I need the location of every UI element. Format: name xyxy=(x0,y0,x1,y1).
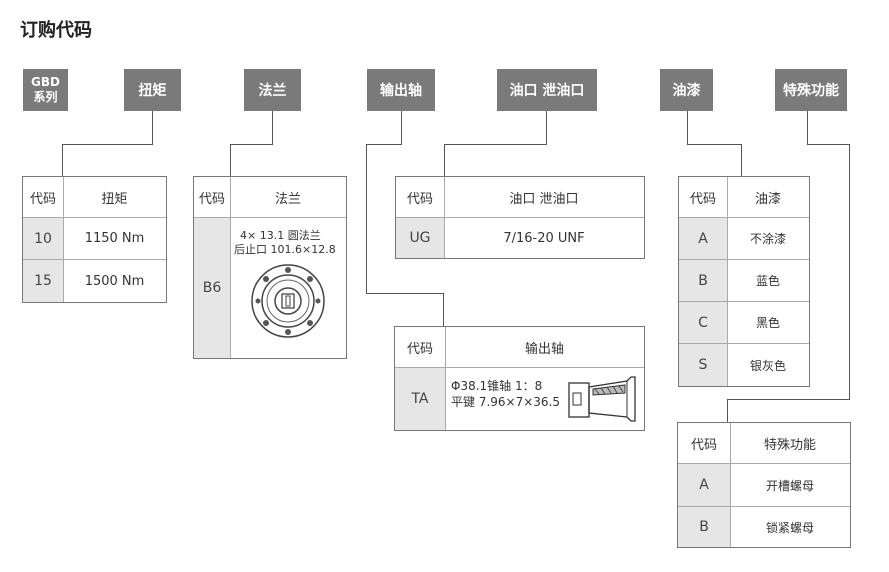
torque-table: 代码 扭矩 10 1150 Nm 15 1500 Nm xyxy=(22,176,167,303)
special-col-code: 代码 xyxy=(690,437,717,453)
page-title: 订购代码 xyxy=(20,20,92,41)
connector-paint xyxy=(687,111,688,145)
special-table: 代码 特殊功能 A 开槽螺母 B 锁紧螺母 xyxy=(677,422,851,548)
shaft-col-name: 输出轴 xyxy=(524,341,564,357)
flange-col-name: 法兰 xyxy=(274,191,301,207)
row-divider xyxy=(395,367,644,368)
connector-oil-v2 xyxy=(444,144,445,176)
connector-paint-v2 xyxy=(741,144,742,176)
connector-flange-h xyxy=(230,144,273,145)
shaft-col-code: 代码 xyxy=(406,341,433,357)
row-divider xyxy=(396,217,644,218)
connector-torque-h xyxy=(62,144,153,145)
special-col-name: 特殊功能 xyxy=(763,437,816,453)
special-row-value: 开槽螺母 xyxy=(765,478,814,493)
connector-oil-h xyxy=(444,144,547,145)
connector-oil xyxy=(546,111,547,145)
connector-flange xyxy=(272,111,273,145)
row-divider xyxy=(678,506,850,507)
connector-shaft-h2 xyxy=(366,293,444,294)
torque-col-code: 代码 xyxy=(29,191,56,207)
oil-row-value: 7/16-20 UNF xyxy=(503,230,585,246)
special-row-value: 锁紧螺母 xyxy=(765,520,814,535)
connector-special-v3 xyxy=(727,399,728,423)
paint-col-code: 代码 xyxy=(689,191,716,207)
row-divider xyxy=(23,259,166,260)
torque-row-code: 10 xyxy=(23,218,63,259)
flange-col-code: 代码 xyxy=(198,191,225,207)
column-divider xyxy=(727,177,728,386)
connector-special-h2 xyxy=(727,399,850,400)
connector-torque-v2 xyxy=(62,144,63,176)
flange-row-code: B6 xyxy=(194,218,230,358)
connector-shaft-v2 xyxy=(366,144,367,294)
row-divider xyxy=(678,463,850,464)
connector-shaft-h xyxy=(366,144,402,145)
torque-row-code: 15 xyxy=(23,260,63,302)
paint-row-code: C xyxy=(679,302,727,343)
shaft-row-code: TA xyxy=(395,368,445,430)
torque-row-value: 1500 Nm xyxy=(84,273,145,289)
header-shaft: 输出轴 xyxy=(367,69,435,111)
row-divider xyxy=(194,217,346,218)
connector-torque xyxy=(152,111,153,145)
flange-table: 代码 法兰 B6 4× 13.1 圆法兰 后止口 101.6×12.8 xyxy=(193,176,347,359)
column-divider xyxy=(444,177,445,258)
special-row-code: A xyxy=(678,464,730,506)
header-gbd-line2: 系列 xyxy=(33,90,58,104)
torque-row-value: 1150 Nm xyxy=(84,231,145,246)
connector-special xyxy=(807,111,808,145)
oil-col-name: 油口 泄油口 xyxy=(509,191,579,207)
flange-desc-line2: 后止口 101.6×12.8 xyxy=(234,243,336,256)
paint-row-value: 不涂漆 xyxy=(749,232,786,246)
row-divider xyxy=(679,301,809,302)
row-divider xyxy=(23,217,166,218)
paint-row-value: 银灰色 xyxy=(749,358,786,373)
connector-special-h xyxy=(807,144,850,145)
torque-col-name: 扭矩 xyxy=(101,191,128,207)
paint-row-value: 黑色 xyxy=(755,316,780,330)
shaft-desc-line2: 平键 7.96×7×36.5 xyxy=(451,395,560,409)
header-paint: 油漆 xyxy=(660,69,713,111)
shaft-drawing xyxy=(568,376,636,422)
header-oil-port: 油口 泄油口 xyxy=(497,69,597,111)
header-gbd-series: GBD 系列 xyxy=(23,69,68,111)
shaft-desc-line1: Φ38.1锥轴 1：8 xyxy=(451,379,543,393)
special-row-code: B xyxy=(678,507,730,547)
shaft-table: 代码 输出轴 TA Φ38.1锥轴 1：8 平键 7.96×7×36.5 xyxy=(394,326,645,431)
connector-shaft-v3 xyxy=(443,293,444,327)
oil-port-table: 代码 油口 泄油口 UG 7/16-20 UNF xyxy=(395,176,645,259)
column-divider xyxy=(445,327,446,430)
header-special: 特殊功能 xyxy=(775,69,847,111)
paint-col-name: 油漆 xyxy=(754,191,781,207)
row-divider xyxy=(679,259,809,260)
oil-col-code: 代码 xyxy=(406,191,433,207)
oil-row-code: UG xyxy=(396,218,444,258)
connector-paint-h xyxy=(687,144,742,145)
flange-desc-line1: 4× 13.1 圆法兰 xyxy=(240,229,321,242)
column-divider xyxy=(230,177,231,358)
paint-row-value: 蓝色 xyxy=(755,274,780,288)
row-divider xyxy=(679,343,809,344)
header-flange: 法兰 xyxy=(244,69,301,111)
row-divider xyxy=(679,217,809,218)
header-torque: 扭矩 xyxy=(124,69,181,111)
header-gbd-line1: GBD xyxy=(31,75,60,89)
connector-special-v2 xyxy=(849,144,850,400)
flange-drawing xyxy=(251,264,325,338)
column-divider xyxy=(730,423,731,547)
paint-row-code: S xyxy=(679,344,727,386)
paint-row-code: B xyxy=(679,260,727,301)
paint-row-code: A xyxy=(679,218,727,259)
connector-flange-v2 xyxy=(230,144,231,176)
column-divider xyxy=(63,177,64,302)
connector-shaft xyxy=(401,111,402,145)
paint-table: 代码 油漆 A 不涂漆 B 蓝色 C 黑色 S 银灰色 xyxy=(678,176,810,387)
